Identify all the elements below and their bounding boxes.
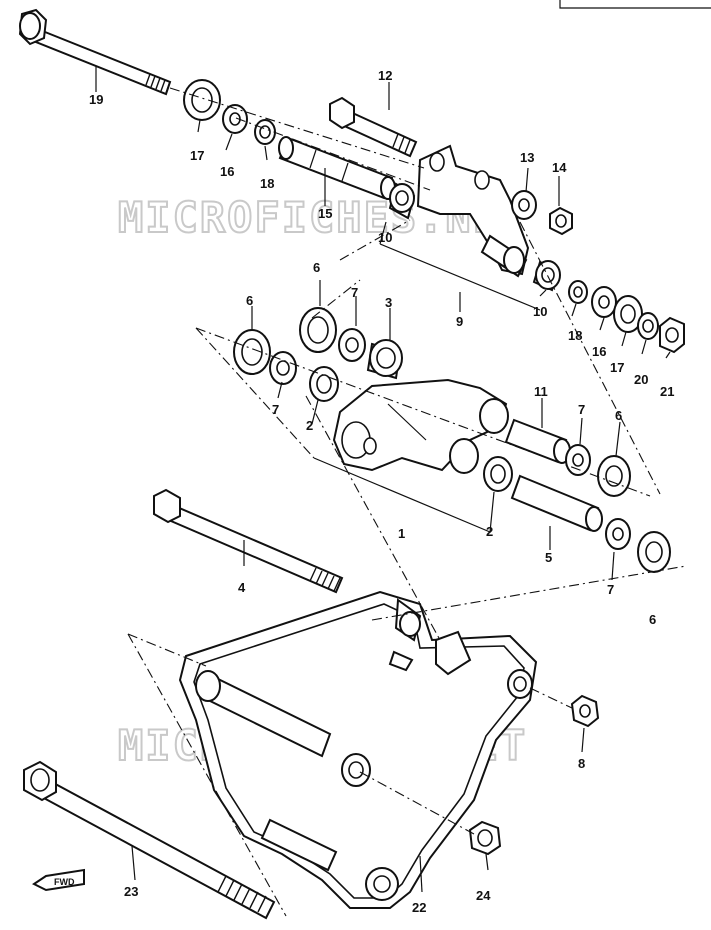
callout-17-right: 17 <box>610 360 624 375</box>
bearing-10-upper <box>388 182 416 220</box>
callout-22: 22 <box>412 900 426 915</box>
seal-6-right <box>597 455 631 497</box>
cushion-lever-1 <box>332 378 509 474</box>
bushing-3 <box>366 339 403 380</box>
callout-6-d: 6 <box>649 612 656 627</box>
callout-4: 4 <box>238 580 246 595</box>
callout-19: 19 <box>89 92 103 107</box>
callout-5: 5 <box>545 550 552 565</box>
callout-6-a: 6 <box>313 260 320 275</box>
forward-arrow-badge: FWD <box>32 868 85 892</box>
callout-7-d: 7 <box>607 582 614 597</box>
washer-13 <box>511 190 537 220</box>
seal-6-center <box>299 307 337 353</box>
nut-14 <box>549 206 573 236</box>
bolt-23 <box>23 760 276 920</box>
callout-21: 21 <box>660 384 674 399</box>
seal-6-lower <box>637 531 671 573</box>
callout-9: 9 <box>456 314 463 329</box>
callout-18-top: 18 <box>260 176 274 191</box>
bearing-2-upper <box>309 366 339 402</box>
seal-17-top <box>183 79 221 121</box>
frame-corner <box>559 0 711 9</box>
svg-text:FWD: FWD <box>54 877 75 887</box>
callout-10-upper: 10 <box>378 230 392 245</box>
bolt-4 <box>153 488 344 594</box>
callout-17-top: 17 <box>190 148 204 163</box>
callout-14: 14 <box>552 160 567 175</box>
washer-7-upper <box>338 328 366 362</box>
leader-lines <box>95 66 687 917</box>
washer-7-lower <box>605 518 631 550</box>
callout-6-b: 6 <box>246 293 253 308</box>
link-9 <box>416 144 530 278</box>
callout-13: 13 <box>520 150 534 165</box>
nut-8 <box>570 694 600 728</box>
callout-7-b: 7 <box>272 402 279 417</box>
callout-24: 24 <box>476 888 491 903</box>
ring-18-right <box>568 280 588 304</box>
seal-17-right <box>613 295 643 333</box>
bolt-19 <box>18 8 172 96</box>
sleeve-15 <box>278 136 396 200</box>
ring-20 <box>637 312 659 340</box>
callout-7-c: 7 <box>578 402 585 417</box>
callouts: 19 12 17 16 18 15 13 14 10 6 9 10 6 7 3 … <box>89 68 674 915</box>
callout-15: 15 <box>318 206 332 221</box>
bearing-2-lower <box>483 456 513 492</box>
callout-16-top: 16 <box>220 164 234 179</box>
bolt-12 <box>329 96 418 158</box>
seal-6-left <box>233 329 271 375</box>
callout-2-a: 2 <box>306 418 313 433</box>
callout-18-right: 18 <box>568 328 582 343</box>
washer-7-right <box>565 444 591 476</box>
cushion-rod-22 <box>178 590 538 909</box>
callout-3: 3 <box>385 295 392 310</box>
callout-1: 1 <box>398 526 405 541</box>
nut-21 <box>659 316 685 354</box>
sleeve-5 <box>510 474 603 532</box>
nut-24 <box>468 820 502 856</box>
sleeve-11 <box>504 418 571 464</box>
callout-11: 11 <box>534 384 548 399</box>
callout-20: 20 <box>634 372 648 387</box>
washer-7-left <box>269 351 297 385</box>
bearing-10-lower <box>532 260 561 292</box>
ring-18-top <box>254 119 276 145</box>
callout-2-b: 2 <box>486 524 493 539</box>
callout-7-a: 7 <box>351 285 358 300</box>
callout-16-right: 16 <box>592 344 606 359</box>
callout-8: 8 <box>578 756 585 771</box>
callout-10-lower: 10 <box>533 304 547 319</box>
callout-12: 12 <box>378 68 392 83</box>
washer-16-right <box>591 286 617 318</box>
washer-16-top <box>222 104 248 134</box>
callout-23: 23 <box>124 884 138 899</box>
callout-6-c: 6 <box>615 408 622 423</box>
